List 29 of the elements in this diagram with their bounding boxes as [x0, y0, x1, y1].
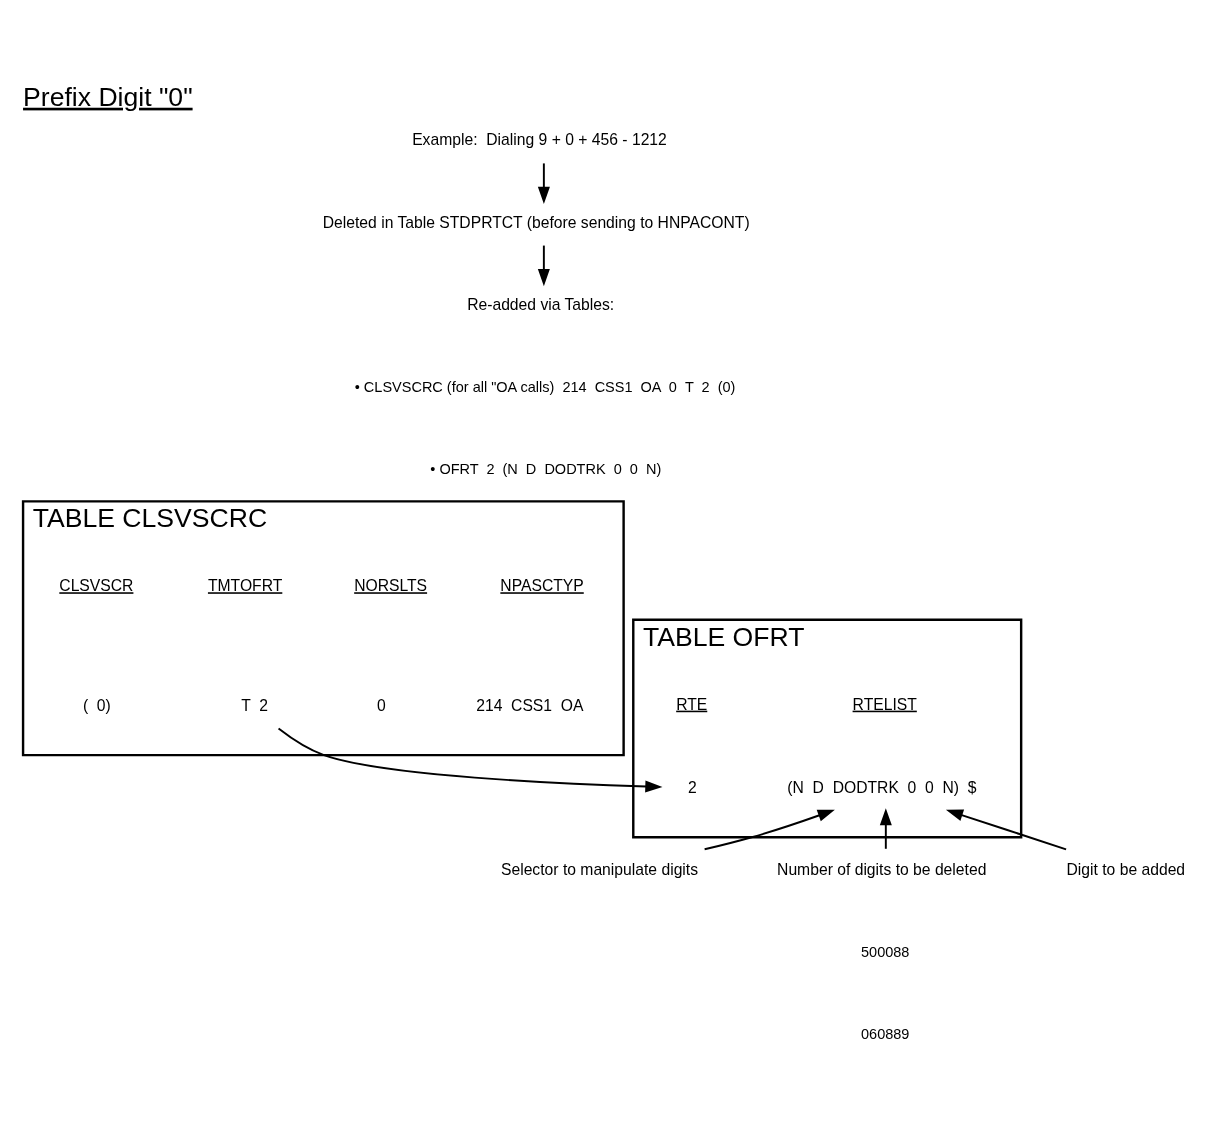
node-text: RTE — [676, 695, 708, 713]
arrow — [879, 808, 892, 850]
node-text: 0 — [377, 696, 386, 714]
node-text: NORSLTS — [354, 577, 428, 595]
node-text: Deleted in Table STDPRTCT (before sending to HNPACONT) — [322, 213, 750, 231]
node-text: 214 CSS1 OA — [476, 696, 584, 714]
node-text: Digit to be added — [1066, 861, 1186, 879]
node-text: NPASCTYP — [500, 577, 584, 595]
node-text: Selector to manipulate digits — [500, 861, 699, 879]
node-text: 2 — [688, 779, 697, 797]
node-text: RTELIST — [852, 695, 917, 713]
node-text: TMTOFRT — [207, 577, 283, 595]
label: 060889 — [861, 1026, 910, 1043]
node-text: CLSVSCR — [59, 577, 134, 595]
arrow — [945, 809, 1068, 851]
label: • OFRT 2 (N D DODTRK 0 0 N) — [430, 460, 662, 477]
node-text: T 2 — [241, 696, 268, 714]
arrow — [537, 162, 550, 205]
label: 500088 — [861, 944, 910, 960]
arrow — [537, 244, 550, 287]
node-text: Re-added via Tables: — [467, 295, 615, 313]
diagram-title: Prefix Digit "0" — [23, 81, 193, 112]
node-text: Example: Dialing 9 + 0 + 456 - 1212 — [412, 131, 667, 149]
label: • CLSVSCRC (for all "OA calls) 214 CSS1 OA 0 T 2 (0) — [354, 378, 736, 395]
node-text: Number of digits to be deleted — [777, 861, 987, 879]
arrow — [277, 727, 663, 793]
arrow — [703, 809, 835, 851]
node-text: (N D DODTRK 0 0 N) $ — [787, 779, 977, 797]
node-text: ( 0) — [82, 696, 111, 714]
